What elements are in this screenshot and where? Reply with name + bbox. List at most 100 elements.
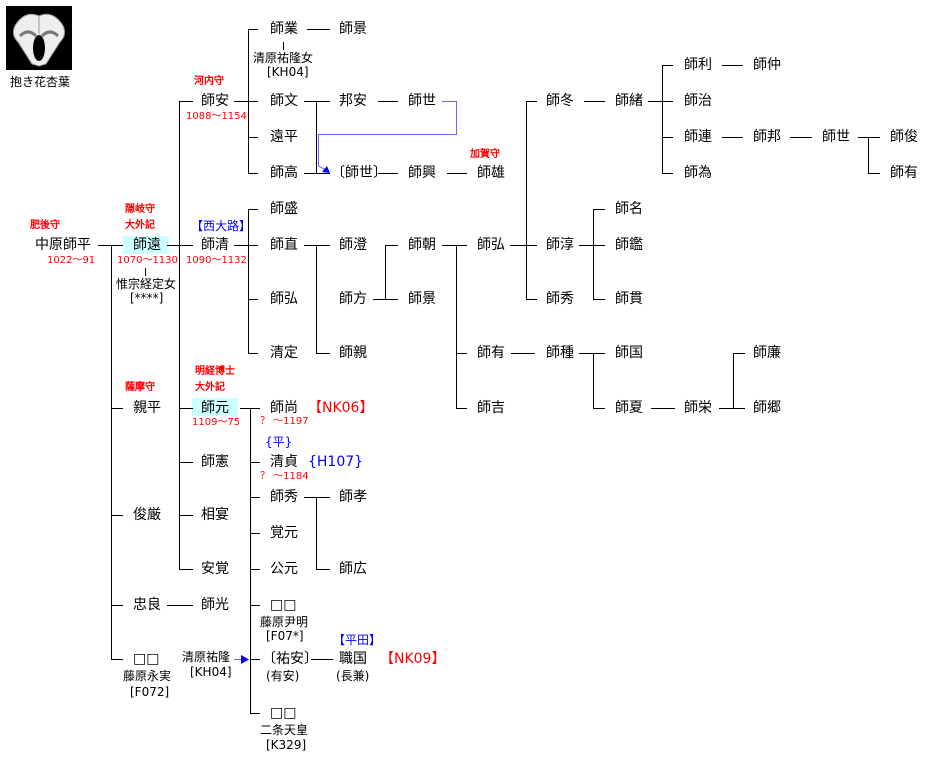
- person-name: 師栄: [684, 400, 712, 416]
- person-name: 師俊: [890, 129, 918, 145]
- note-text: [KH04]: [267, 65, 309, 79]
- person-name: 清定: [270, 345, 298, 361]
- highlight-shigen: [192, 398, 238, 416]
- apricot-leaf-crest-icon: [12, 13, 66, 67]
- edge: [510, 101, 537, 300]
- person-name: 〔師世〕: [331, 165, 387, 181]
- person-name: 師有: [477, 345, 505, 361]
- edge: [234, 209, 258, 354]
- edge: [511, 353, 605, 409]
- person-name: 師邦: [753, 129, 781, 145]
- person-name: 師貫: [615, 291, 643, 307]
- lineage-alias: 【西大路】: [191, 219, 252, 233]
- person-name: 師為: [684, 165, 712, 181]
- note-text: 惟宗経定女: [116, 277, 177, 291]
- person-name: 師弘: [477, 237, 505, 253]
- person-name: 清貞: [270, 454, 298, 470]
- edge: [579, 209, 605, 300]
- person-name: 師尚: [270, 400, 298, 416]
- person-name: 師淳: [546, 237, 574, 253]
- edge: [304, 497, 330, 570]
- note-text: 二条天皇: [260, 723, 309, 737]
- person-name: 師朝: [408, 237, 436, 253]
- edge: [234, 29, 258, 174]
- note-text: (有安): [266, 669, 300, 683]
- person-name: 師弘: [270, 291, 298, 307]
- person-name: 師国: [615, 345, 643, 361]
- office-title: 大外記: [195, 382, 225, 393]
- person-name: 師冬: [546, 93, 574, 109]
- edge: [240, 408, 260, 714]
- edge: [651, 353, 745, 409]
- person-name: 中原師平: [35, 237, 91, 253]
- person-name: 師雄: [477, 165, 505, 181]
- family-crest-logo: [6, 6, 72, 70]
- person-name: 師高: [270, 165, 298, 181]
- person-name: 職国: [339, 651, 367, 667]
- note-text: 藤原尹明: [260, 615, 309, 629]
- person-name: 忠良: [133, 597, 161, 613]
- person-name: 師清: [201, 237, 229, 253]
- office-title: 隠岐守: [125, 204, 155, 215]
- note-text: [KH04]: [190, 665, 232, 679]
- office-title: 薩摩守: [125, 382, 155, 393]
- person-name: 師方: [339, 291, 367, 307]
- person-name: 師夏: [615, 400, 643, 416]
- life-dates: 1088〜1154: [186, 111, 247, 122]
- note-text: 清原祐隆: [182, 650, 231, 664]
- person-name: 師治: [684, 93, 712, 109]
- adoption-link: [318, 101, 457, 171]
- person-name: 師世: [822, 129, 850, 145]
- person-name: 師興: [408, 165, 436, 181]
- person-name: 師秀: [546, 291, 574, 307]
- life-dates: 1022〜91: [47, 255, 96, 266]
- person-name: 師広: [339, 561, 367, 577]
- person-name: 遠平: [270, 129, 298, 145]
- reference-code: 【NK06】: [308, 400, 374, 416]
- person-name: 師文: [270, 93, 298, 109]
- person-name: 師吉: [477, 400, 505, 416]
- person-name: 安覚: [201, 561, 229, 577]
- person-name: 師緒: [615, 93, 643, 109]
- office-title: 明経博士: [195, 366, 235, 377]
- person-name: 師澄: [339, 237, 367, 253]
- edge: [167, 101, 193, 570]
- person-name: 俊厳: [133, 507, 161, 523]
- person-name: 師親: [339, 345, 367, 361]
- person-name: 邦安: [339, 93, 367, 109]
- person-name: 師直: [270, 237, 298, 253]
- note-text: [F072]: [130, 685, 170, 699]
- office-title: 肥後守: [30, 220, 60, 231]
- edge: [304, 245, 330, 354]
- reference-code: 【NK09】: [380, 651, 446, 667]
- person-name: 師名: [615, 201, 643, 217]
- office-title: 加賀守: [470, 149, 500, 160]
- note-text: 藤原永実: [123, 669, 172, 683]
- note-text: [****]: [130, 291, 164, 305]
- life-dates: 1070〜1130: [117, 255, 178, 266]
- note-text: [F07*]: [266, 629, 304, 643]
- person-name: □□: [270, 597, 297, 613]
- edge: [373, 245, 398, 300]
- note-text: 清原祐隆女: [253, 51, 314, 65]
- person-name: 師景: [408, 291, 436, 307]
- person-name: 師安: [201, 93, 229, 109]
- arrow-head-icon: [322, 166, 330, 173]
- person-name: 師廉: [753, 345, 781, 361]
- note-text: (長兼): [336, 669, 370, 683]
- person-name: 師世: [408, 93, 436, 109]
- person-name: 公元: [270, 561, 298, 577]
- person-name: □□: [133, 651, 160, 667]
- crest-name: 抱き花杏葉: [10, 75, 71, 89]
- person-name: 師光: [201, 597, 229, 613]
- person-name: 師業: [270, 21, 298, 37]
- reference-code: {H107}: [308, 454, 364, 470]
- life-dates: 1090〜1132: [186, 255, 247, 266]
- person-name: 師元: [201, 400, 229, 416]
- lineage-alias: 【平田】: [333, 633, 382, 647]
- person-name: □□: [270, 705, 297, 721]
- person-name: 師郷: [753, 400, 781, 416]
- note-text: [K329]: [266, 738, 307, 752]
- person-name: 師景: [339, 21, 367, 37]
